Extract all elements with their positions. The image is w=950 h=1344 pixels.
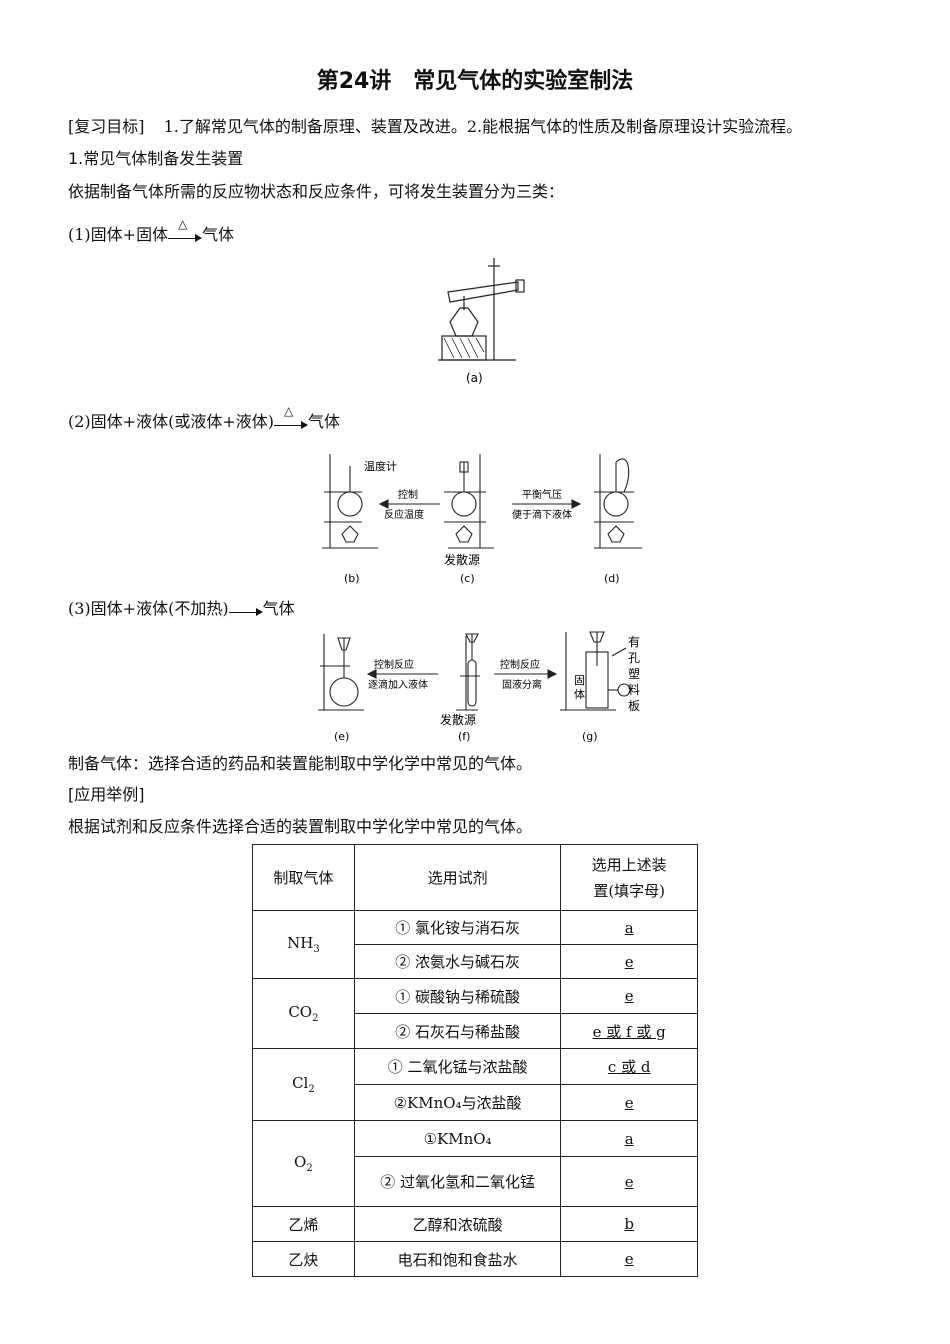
- reagent-cell: ②KMnO₄与浓盐酸: [353, 1084, 562, 1121]
- header-device: 选用上述装 置(填字母): [560, 844, 698, 911]
- reagent-cell: 电石和饱和食盐水: [353, 1241, 562, 1277]
- plate-label-4: 料: [628, 683, 640, 697]
- table-row: NH3 ① 氯化铵与消石灰 a: [252, 910, 698, 979]
- answer-cell: e: [560, 1084, 698, 1121]
- reagent-cell: 乙醇和浓硫酸: [353, 1206, 562, 1242]
- section-intro: 依据制备气体所需的反应物状态和反应条件，可将发生装置分为三类：: [68, 182, 565, 201]
- apparatus-bcd-figure: 温度计 控制 反应温度 平衡气压 便于滴下液体 发散源 (b) (c) (d): [322, 454, 642, 585]
- gas-cell: NH3: [252, 910, 355, 979]
- label-e: (e): [334, 730, 349, 743]
- heat-arrow: △: [273, 404, 308, 433]
- thermometer-label: 温度计: [364, 459, 397, 473]
- reagent-cell: ② 过氧化氢和二氧化锰: [353, 1156, 562, 1207]
- reagent-cell: ① 二氧化锰与浓盐酸: [353, 1048, 562, 1085]
- right-label-2: 固液分离: [502, 678, 542, 691]
- type-3-product: 气体: [262, 599, 295, 618]
- balance-label-2: 便于滴下液体: [512, 508, 572, 521]
- plate-label-3: 塑: [628, 666, 640, 681]
- answer-cell: a: [560, 1120, 698, 1157]
- type-1-product: 气体: [202, 225, 235, 244]
- right-label-1: 控制反应: [500, 658, 540, 671]
- table-row: ② 浓氨水与碱石灰 e: [253, 944, 698, 979]
- type-1-line: (1)固体+固体 △ 气体: [68, 217, 235, 246]
- balance-label-1: 平衡气压: [522, 488, 562, 501]
- type-2-line: (2)固体+液体(或液体+液体) △ 气体: [68, 404, 340, 433]
- label-g: (g): [582, 730, 598, 743]
- table-row: ② 石灰石与稀盐酸 e 或 f 或 g: [253, 1013, 698, 1049]
- example-label: [应用举例]: [68, 785, 145, 804]
- gas-cell: Cl2: [252, 1048, 355, 1121]
- table-row: Cl2 ① 二氧化锰与浓盐酸 c 或 d: [252, 1048, 698, 1121]
- header-gas: 制取气体: [252, 844, 355, 911]
- control-label-1: 控制: [398, 488, 418, 501]
- control-label-2: 反应温度: [384, 508, 424, 521]
- example-intro: 根据试剂和反应条件选择合适的装置制取中学化学中常见的气体。: [68, 817, 533, 836]
- label-d: (d): [604, 572, 620, 585]
- plain-arrow: [228, 600, 263, 620]
- left-label-1: 控制反应: [374, 658, 414, 671]
- type-3-reactants: (3)固体+液体(不加热): [68, 599, 229, 618]
- header-reagent: 选用试剂: [353, 844, 562, 911]
- answer-cell: e: [560, 1156, 698, 1207]
- plate-label-2: 孔: [628, 651, 640, 665]
- answer-cell: e 或 f 或 g: [560, 1013, 698, 1049]
- type-3-line: (3)固体+液体(不加热) 气体: [68, 599, 295, 620]
- solid-label-1: 固: [574, 674, 585, 687]
- label-f: (f): [458, 730, 470, 743]
- gas-cell: 乙烯: [252, 1206, 355, 1242]
- answer-cell: b: [560, 1206, 698, 1242]
- gas-cell: O2: [252, 1120, 355, 1207]
- answer-cell: a: [560, 910, 698, 945]
- gas-cell: 乙炔: [252, 1241, 355, 1277]
- table-row: ② 过氧化氢和二氧化锰 e: [253, 1156, 698, 1207]
- apparatus-efg-figure: 控制反应 逐滴加入液体 控制反应 固液分离 固 体 有 孔 塑 料 板 发散源 …: [318, 631, 640, 743]
- solid-label-2: 体: [574, 687, 585, 701]
- left-label-2: 逐滴加入液体: [368, 678, 428, 691]
- reagent-cell: ①KMnO₄: [353, 1120, 562, 1157]
- type-1-reactants: (1)固体+固体: [68, 225, 169, 244]
- table-row: CO2 ① 碳酸钠与稀硫酸 e: [252, 978, 698, 1049]
- label-a: (a): [466, 371, 483, 385]
- summary-text: 制备气体：选择合适的药品和装置能制取中学化学中常见的气体。: [68, 754, 533, 773]
- source-label: 发散源: [444, 552, 480, 567]
- heat-arrow: △: [168, 217, 203, 246]
- section-heading: 1.常见气体制备发生装置: [68, 149, 244, 168]
- reagent-cell: ② 浓氨水与碱石灰: [353, 944, 562, 979]
- answer-cell: c 或 d: [560, 1048, 698, 1085]
- table-header-row: 制取气体 选用试剂 选用上述装 置(填字母): [252, 844, 698, 911]
- gas-cell: CO2: [252, 978, 355, 1049]
- review-goals-label: [复习目标]: [68, 117, 145, 136]
- label-b: (b): [344, 572, 360, 585]
- table-row: O2 ①KMnO₄ a: [252, 1120, 698, 1207]
- plate-label-1: 有: [628, 635, 640, 649]
- reagent-cell: ① 碳酸钠与稀硫酸: [353, 978, 562, 1014]
- heat-symbol: △: [178, 216, 188, 231]
- answer-cell: e: [560, 944, 698, 979]
- reagent-table: 制取气体 选用试剂 选用上述装 置(填字母) NH3 ① 氯化铵与消石灰 a ②…: [252, 844, 698, 1277]
- table-row: 乙炔 电石和饱和食盐水 e: [252, 1241, 698, 1277]
- label-c: (c): [460, 572, 475, 585]
- type-2-product: 气体: [307, 412, 340, 431]
- table-row: 乙烯 乙醇和浓硫酸 b: [252, 1206, 698, 1242]
- heat-symbol: △: [283, 403, 294, 418]
- plate-label-5: 板: [628, 699, 640, 713]
- answer-cell: e: [560, 978, 698, 1014]
- reagent-cell: ② 石灰石与稀盐酸: [353, 1013, 562, 1049]
- table-row: ②KMnO₄与浓盐酸 e: [253, 1084, 698, 1121]
- review-goals-text: 1.了解常见气体的制备原理、装置及改进。2.能根据气体的性质及制备原理设计实验流…: [163, 117, 803, 136]
- source-label: 发散源: [440, 712, 476, 727]
- reagent-cell: ① 氯化铵与消石灰: [353, 910, 562, 945]
- answer-cell: e: [560, 1241, 698, 1277]
- page-title: 第24讲 常见气体的实验室制法: [316, 69, 634, 94]
- apparatus-a-figure: (a): [438, 258, 525, 385]
- review-goals: [复习目标] 1.了解常见气体的制备原理、装置及改进。2.能根据气体的性质及制备…: [68, 117, 802, 137]
- type-2-reactants: (2)固体+液体(或液体+液体): [68, 412, 274, 431]
